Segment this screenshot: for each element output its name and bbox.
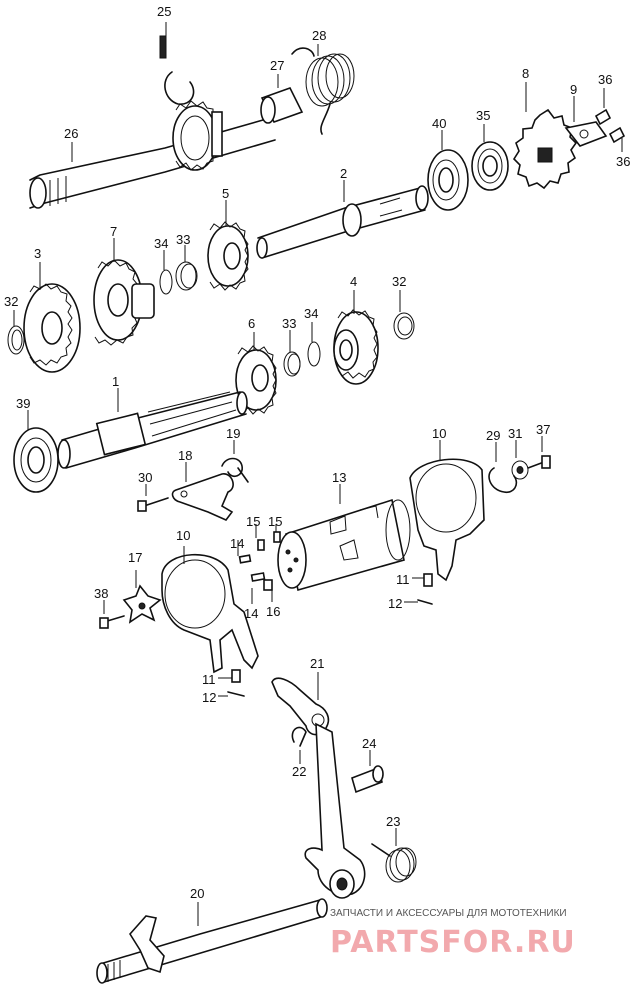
label-12-upper: 12 [388, 596, 402, 611]
part-18-plate [171, 462, 234, 521]
part-23-spring [371, 828, 417, 883]
label-31: 31 [508, 426, 522, 441]
label-4: 4 [350, 274, 357, 289]
part-9-plate [564, 96, 608, 147]
part-22-clip [291, 726, 307, 764]
part-14-15-16-pins [237, 524, 281, 604]
label-21: 21 [310, 656, 324, 671]
part-28-spring [291, 44, 355, 135]
label-22: 22 [292, 764, 306, 779]
label-32-left: 32 [4, 294, 18, 309]
part-3-gear [23, 262, 81, 373]
part-10-fork-upper [409, 440, 485, 582]
part-17-star-plate [122, 570, 162, 624]
part-36-bolts [594, 88, 626, 152]
label-16: 16 [266, 604, 280, 619]
part-20-spindle [96, 898, 328, 984]
label-2: 2 [340, 166, 347, 181]
part-24-pin [351, 750, 384, 794]
part-30-bolt [137, 484, 169, 512]
label-3: 3 [34, 246, 41, 261]
part-27-bushing [260, 74, 304, 124]
label-27: 27 [270, 58, 284, 73]
part-13-shift-drum [277, 484, 411, 592]
part-26-countershaft [29, 100, 276, 209]
watermark-subtitle: ЗАПЧАСТИ И АКСЕССУАРЫ ДЛЯ МОТОТЕХНИКИ [330, 908, 567, 919]
part-31-washer [511, 440, 529, 480]
label-14-lower: 14 [244, 606, 258, 621]
label-36-top: 36 [598, 72, 612, 87]
label-7: 7 [110, 224, 117, 239]
label-17: 17 [128, 550, 142, 565]
part-7-gear [93, 238, 155, 346]
part-10-fork-lower [161, 546, 259, 674]
label-15-left: 15 [246, 514, 260, 529]
part-32-washer-left [7, 310, 25, 355]
part-labels: 25 28 27 8 36 9 35 40 26 36 2 5 7 34 33 … [4, 4, 630, 901]
label-39: 39 [16, 396, 30, 411]
watermark: ЗАПЧАСТИ И АКСЕССУАРЫ ДЛЯ МОТОТЕХНИКИ PA… [330, 908, 576, 960]
part-25-circlip [159, 22, 195, 105]
label-38: 38 [94, 586, 108, 601]
label-20: 20 [190, 886, 204, 901]
part-35-bearing [471, 124, 509, 191]
label-37: 37 [536, 422, 550, 437]
label-35: 35 [476, 108, 490, 123]
label-13: 13 [332, 470, 346, 485]
label-14-upper: 14 [230, 536, 244, 551]
label-6: 6 [248, 316, 255, 331]
label-19: 19 [226, 426, 240, 441]
label-25: 25 [157, 4, 171, 19]
part-39-bearing [13, 410, 59, 493]
label-1: 1 [112, 374, 119, 389]
part-38-bolt [99, 600, 125, 629]
label-9: 9 [570, 82, 577, 97]
part-40-bearing [427, 130, 469, 211]
label-34-upper: 34 [154, 236, 168, 251]
label-12-lower: 12 [202, 690, 216, 705]
part-32-washer-right [393, 290, 415, 340]
label-11-upper: 11 [396, 572, 410, 587]
label-30: 30 [138, 470, 152, 485]
label-40: 40 [432, 116, 446, 131]
part-1-shaft [57, 388, 248, 469]
label-15-right: 15 [268, 514, 282, 529]
part-4-gear [333, 290, 379, 385]
watermark-brand: PARTSFOR.RU [330, 925, 576, 960]
part-8-sprocket [512, 82, 578, 190]
label-33-upper: 33 [176, 232, 190, 247]
part-2-mainshaft [256, 180, 429, 259]
label-24: 24 [362, 736, 376, 751]
label-8: 8 [522, 66, 529, 81]
label-11-lower: 11 [202, 672, 216, 687]
label-34-lower: 34 [304, 306, 318, 321]
part-11-12-lower [218, 669, 245, 697]
label-10-upper: 10 [432, 426, 446, 441]
label-29: 29 [486, 428, 500, 443]
part-11-12-upper [404, 573, 433, 605]
label-10-lower: 10 [176, 528, 190, 543]
part-29-clip [488, 442, 518, 494]
label-36-bottom: 36 [616, 154, 630, 169]
label-33-lower: 33 [282, 316, 296, 331]
part-37-bolt [527, 436, 551, 469]
label-28: 28 [312, 28, 326, 43]
part-19-spring [221, 440, 249, 483]
label-26: 26 [64, 126, 78, 141]
part-34-33-rings-upper [159, 245, 198, 295]
label-18: 18 [178, 448, 192, 463]
part-33-34-rings-lower [283, 322, 321, 377]
label-23: 23 [386, 814, 400, 829]
label-32-right: 32 [392, 274, 406, 289]
part-5-gear [207, 200, 249, 291]
shift-lever [304, 722, 366, 899]
label-5: 5 [222, 186, 229, 201]
